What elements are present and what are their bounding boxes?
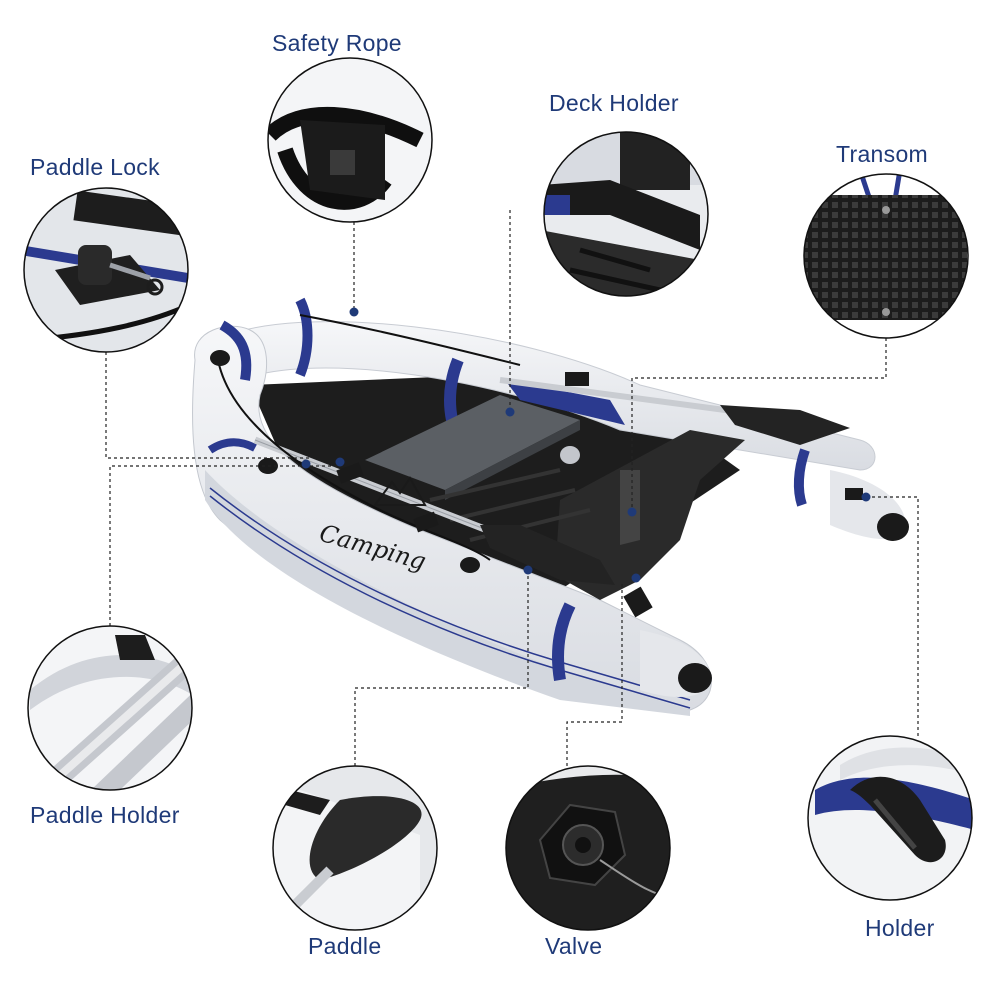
callout-leaders xyxy=(105,210,919,766)
label-safety-rope: Safety Rope xyxy=(272,30,402,56)
label-paddle: Paddle xyxy=(308,933,382,959)
label-paddle-holder: Paddle Holder xyxy=(30,802,180,828)
label-transom: Transom xyxy=(836,141,928,167)
deck-holder-detail-circle xyxy=(543,131,709,297)
transom-detail-circle xyxy=(803,173,969,339)
paddle-holder-detail-circle xyxy=(27,625,193,791)
label-paddle-lock: Paddle Lock xyxy=(30,154,160,180)
paddle-lock-detail-circle xyxy=(23,187,189,353)
label-valve: Valve xyxy=(545,933,603,959)
paddle-detail-circle xyxy=(272,765,438,931)
callout-dots xyxy=(301,307,871,583)
inflatable-boat: Camping xyxy=(192,297,909,716)
safety-rope-detail-circle xyxy=(267,57,433,223)
label-holder: Holder xyxy=(865,915,935,941)
holder-detail-circle xyxy=(807,735,973,901)
label-deck-holder: Deck Holder xyxy=(549,90,679,116)
valve-detail-circle xyxy=(505,765,671,931)
